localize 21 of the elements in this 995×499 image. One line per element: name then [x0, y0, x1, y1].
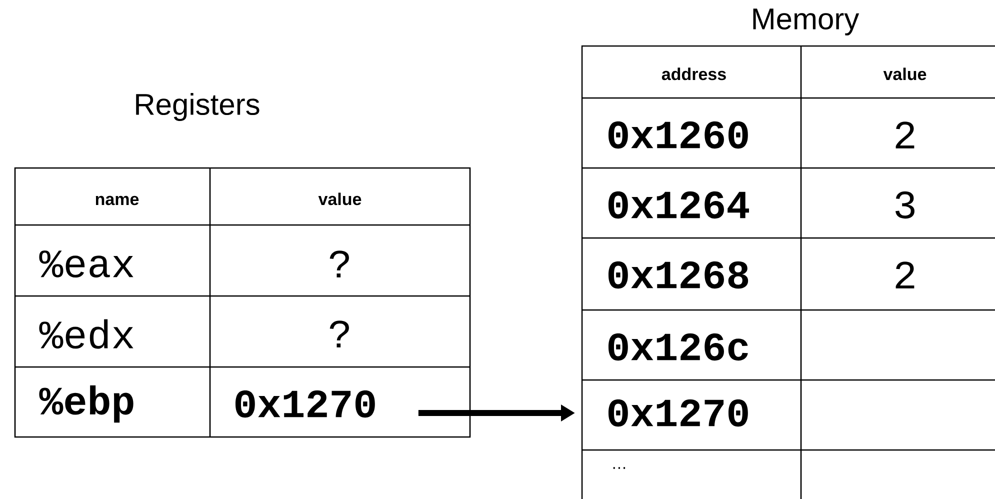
- column-header: address: [662, 68, 726, 80]
- address-value: 0x1270: [236, 390, 375, 418]
- address: 0x1268: [608, 261, 748, 289]
- title: Registers: [136, 93, 260, 121]
- address: 0x1260: [608, 121, 748, 149]
- address-value: 0x1270: [608, 399, 748, 427]
- cell-value: ?: [330, 250, 349, 278]
- register-name: %ebp: [39, 385, 134, 423]
- register-name: %edx: [39, 319, 134, 349]
- cell-value: 3: [896, 191, 914, 219]
- ellipsis: …: [613, 467, 626, 469]
- column-header: name: [96, 196, 139, 206]
- address: 0x126c: [608, 333, 748, 361]
- title: Memory: [753, 8, 860, 36]
- cell-value: 2: [896, 262, 914, 288]
- cell-value: 2: [896, 122, 914, 148]
- register-name: %eax: [39, 250, 134, 278]
- cell-value: ?: [330, 320, 349, 348]
- column-header: value: [318, 192, 362, 206]
- column-header: value: [883, 68, 926, 80]
- address: 0x1264: [608, 191, 749, 219]
